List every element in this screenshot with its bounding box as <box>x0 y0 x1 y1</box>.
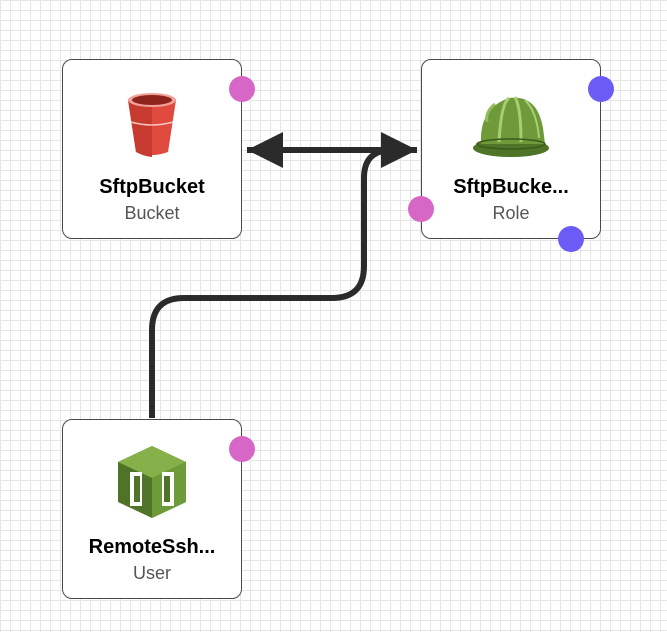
role-port-blue-bottom[interactable] <box>558 226 584 252</box>
iam-role-hardhat-icon <box>471 82 551 162</box>
user-port-pink[interactable] <box>229 436 255 462</box>
node-title: SftpBucket <box>99 176 205 198</box>
role-port-blue-top[interactable] <box>588 76 614 102</box>
role-node[interactable]: SftpBucke... Role <box>421 59 601 239</box>
user-node[interactable]: RemoteSsh... User <box>62 419 242 599</box>
node-title: SftpBucke... <box>453 176 569 198</box>
node-title: RemoteSsh... <box>88 536 216 558</box>
node-type-label: Bucket <box>124 203 180 223</box>
node-type-label: Role <box>492 203 530 223</box>
bucket-port-pink[interactable] <box>229 76 255 102</box>
iam-user-icon <box>112 442 192 522</box>
s3-bucket-icon <box>112 82 192 162</box>
edge-user-to-bucket-role[interactable] <box>149 147 393 418</box>
node-type-label: User <box>132 563 171 583</box>
bucket-node[interactable]: SftpBucket Bucket <box>62 59 242 239</box>
role-port-pink[interactable] <box>408 196 434 222</box>
